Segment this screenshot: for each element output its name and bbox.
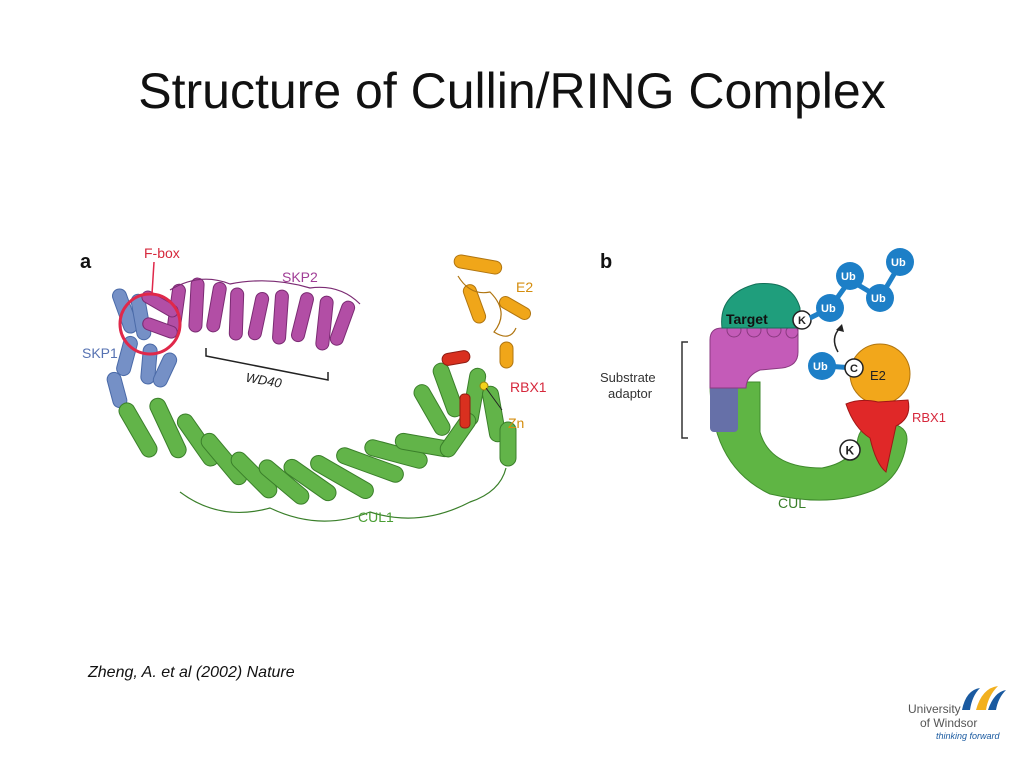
university-logo: University of Windsor thinking forward (900, 684, 1010, 748)
slide-title: Structure of Cullin/RING Complex (138, 63, 886, 119)
fbox-label: F-box (144, 245, 180, 261)
ub-chain: Ub Ub Ub Ub (808, 248, 914, 322)
logo-line-1: University (908, 702, 961, 716)
ub-4 (886, 248, 914, 276)
cul-lysine (839, 439, 861, 461)
target-lysine (792, 310, 812, 330)
panel-a: a F-box SKP2 (80, 245, 547, 525)
skp1-label: SKP1 (82, 345, 118, 361)
e2-struct-label: E2 (516, 279, 533, 295)
ub-e2-label: Ub (813, 361, 828, 373)
rbx1-label: RBX1 (912, 410, 946, 425)
skp2-label: SKP2 (282, 269, 318, 285)
target-shape (721, 283, 801, 329)
cul-label: CUL (778, 495, 806, 511)
e2-cysteine (844, 358, 864, 378)
ub-2 (836, 262, 864, 290)
rbx1-shape (845, 399, 910, 473)
target-lysine-label: K (798, 315, 806, 327)
skp2-structure (141, 277, 356, 351)
skp2-loop (169, 278, 361, 305)
panel-b: b CUL K Target K Substrate adaptor (600, 248, 946, 511)
transfer-arrowhead (836, 324, 844, 332)
ub-4-label: Ub (891, 257, 906, 269)
adaptor-bracket (681, 341, 688, 439)
zn-pointer (485, 387, 503, 411)
e2-structure (453, 254, 532, 369)
cul1-structure (118, 362, 517, 505)
fbox-highlight (118, 292, 182, 356)
rbx1-struct-label: RBX1 (510, 379, 547, 395)
substrate-label-1: Substrate (600, 370, 656, 385)
cul1-label: CUL1 (358, 509, 394, 525)
transfer-arrow (833, 327, 841, 353)
cul1-loop (179, 467, 507, 522)
wd40-bracket (205, 348, 329, 381)
wd40-label: WD40 (245, 370, 284, 391)
citation: Zheng, A. et al (2002) Nature (88, 664, 295, 681)
cul-lysine-label: K (846, 444, 855, 458)
substrate-adaptor-shape (709, 327, 799, 389)
cullin-ring-figure: a F-box SKP2 (80, 245, 946, 525)
e2-loop (457, 275, 517, 337)
e2-label: E2 (870, 368, 886, 383)
skp1-structure (106, 288, 178, 409)
fbox-pointer (151, 261, 155, 295)
ub-2-label: Ub (841, 271, 856, 283)
target-label: Target (726, 311, 768, 327)
panel-a-letter: a (80, 251, 92, 273)
ub-1-label: Ub (821, 303, 836, 315)
adaptor-slate (710, 382, 738, 432)
substrate-label-2: adaptor (608, 386, 653, 401)
ub-e2 (808, 352, 836, 380)
ub-3 (866, 284, 894, 312)
cullin-shape (709, 381, 908, 501)
zn-label: Zn (508, 415, 524, 431)
logo-tagline: thinking forward (936, 731, 1000, 741)
e2-cysteine-label: C (850, 363, 858, 375)
logo-line-2: of Windsor (920, 716, 978, 730)
ub-3-label: Ub (871, 293, 886, 305)
windsor-swoosh-icon (962, 686, 1006, 710)
rbx1-structure (441, 350, 471, 429)
ub-1 (816, 294, 844, 322)
panel-b-letter: b (600, 251, 612, 273)
